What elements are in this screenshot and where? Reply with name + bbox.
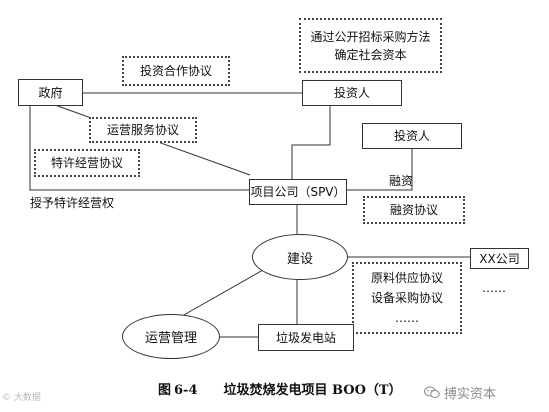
ellipsis-right: …… [482, 281, 506, 295]
operation-service-agreement-label: 运营服务协议 [106, 123, 179, 137]
government-label: 政府 [38, 85, 63, 100]
operation-management-label: 运营管理 [144, 331, 197, 346]
concession-agreement-label: 特许经营协议 [50, 156, 123, 170]
construction-label: 建设 [286, 251, 313, 267]
investor-right-box: 投资人 [362, 123, 462, 149]
caption-figure-label: 图 [158, 383, 172, 398]
wechat-icon [424, 386, 440, 399]
investor-top-box: 投资人 [302, 80, 402, 106]
line-investor-spv [291, 105, 331, 179]
operation-management-ellipse: 运营管理 [122, 314, 220, 359]
tender-method-line-1: 通过公开招标采购方法 [310, 29, 431, 44]
watermark-left: © 大数据 [2, 390, 41, 403]
line-government-spv-grant [29, 105, 249, 191]
watermark-right-text: 搏实资本 [444, 387, 497, 402]
power-plant-box: 垃圾发电站 [258, 324, 354, 351]
financing-agreement-box: 融资协议 [363, 196, 465, 224]
investor-right-label: 投资人 [393, 129, 430, 143]
xx-company-label: XX公司 [479, 251, 520, 266]
project-company-box: 项目公司（SPV） [249, 179, 347, 205]
investor-top-label: 投资人 [333, 86, 370, 100]
investment-agreement-label: 投资合作协议 [139, 64, 212, 78]
investment-agreement-box: 投资合作协议 [122, 56, 230, 86]
project-company-label: 项目公司（SPV） [250, 185, 346, 199]
grant-concession-label: 授予特许经营权 [30, 196, 115, 210]
financing-label: 融资 [389, 174, 414, 188]
concession-agreement-box: 特许经营协议 [34, 149, 140, 177]
caption-figure-number: 6-4 [174, 383, 198, 398]
financing-agreement-label: 融资协议 [389, 203, 438, 217]
supply-agreement-line-1: 原料供应协议 [370, 271, 443, 285]
caption-title: 垃圾焚烧发电项目 BOO（T） [223, 383, 402, 398]
supply-agreement-line-3: …… [395, 311, 419, 325]
watermark-left-text: © 大数据 [2, 393, 41, 403]
supply-agreement-line-2: 设备采购协议 [370, 291, 443, 305]
watermark-right: 搏实资本 [424, 383, 496, 402]
government-box: 政府 [18, 79, 83, 106]
construction-ellipse: 建设 [252, 234, 348, 280]
tender-method-box: 通过公开招标采购方法 确定社会资本 [299, 18, 442, 73]
line-construction-operation [174, 269, 264, 321]
line-spv-financing [347, 149, 413, 191]
operation-service-agreement-box: 运营服务协议 [89, 117, 197, 143]
supply-agreements-box: 原料供应协议 设备采购协议 …… [352, 262, 462, 334]
power-plant-label: 垃圾发电站 [275, 330, 336, 345]
tender-method-line-2: 确定社会资本 [334, 47, 407, 62]
xx-company-box: XX公司 [470, 248, 529, 269]
